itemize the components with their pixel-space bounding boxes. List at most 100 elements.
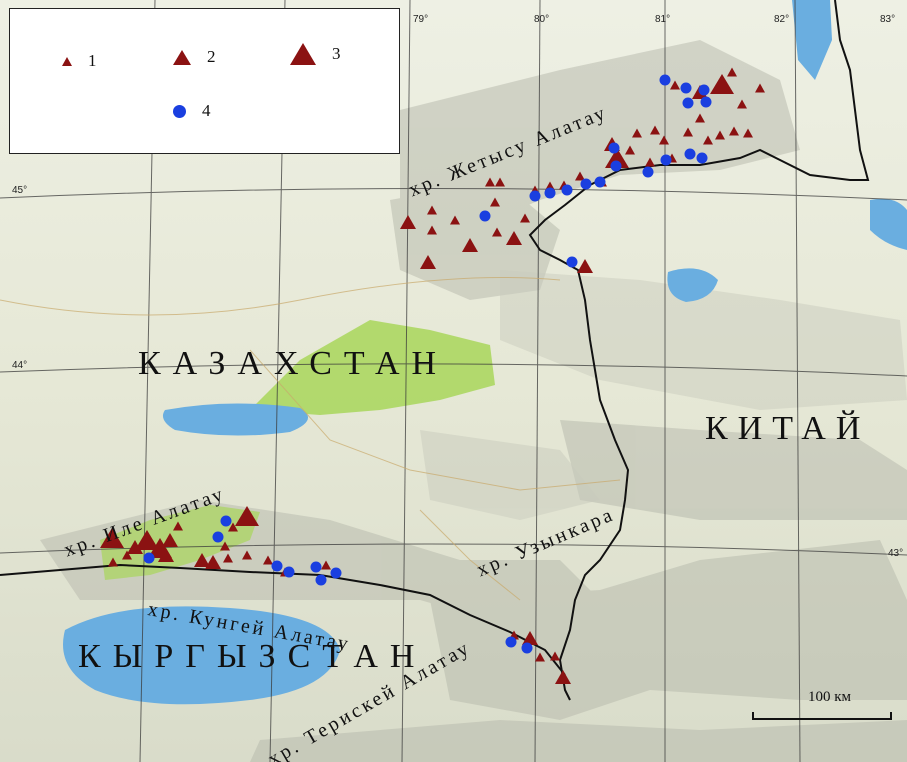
large-triangle-icon xyxy=(290,43,316,65)
site-circle xyxy=(580,178,592,190)
lon-label-80: 80° xyxy=(534,14,550,25)
site-circle xyxy=(505,636,517,648)
site-triangle-1 xyxy=(650,125,660,135)
site-triangle-1 xyxy=(715,130,725,140)
site-triangle-1 xyxy=(450,215,460,225)
site-triangle-3 xyxy=(100,528,124,548)
site-triangle-1 xyxy=(485,177,495,187)
nature-reserve xyxy=(250,320,495,415)
site-circle xyxy=(696,152,708,164)
site-circle xyxy=(659,74,671,86)
lon-label-83: 83° xyxy=(880,14,896,25)
site-triangle-2 xyxy=(162,533,178,547)
site-triangle-1 xyxy=(737,99,747,109)
site-triangle-1 xyxy=(659,135,669,145)
site-triangle-1 xyxy=(263,555,273,565)
site-triangle-1 xyxy=(520,213,530,223)
site-triangle-1 xyxy=(670,80,680,90)
scale-label: 100 км xyxy=(808,689,852,705)
site-triangle-2 xyxy=(420,255,436,269)
lake-alakol xyxy=(792,0,832,80)
site-triangle-1 xyxy=(743,128,753,138)
lon-label-79: 79° xyxy=(413,14,429,25)
legend-label-4: 4 xyxy=(202,101,211,120)
site-triangle-1 xyxy=(683,127,693,137)
site-circle xyxy=(660,154,672,166)
country-kyrgyzstan: КЫРГЫЗСТАН xyxy=(78,638,427,675)
site-circle xyxy=(566,256,578,268)
site-circle xyxy=(684,148,696,160)
site-triangle-3 xyxy=(710,74,734,94)
legend-item-3: 3 xyxy=(290,43,341,65)
site-circle xyxy=(521,642,533,654)
roads xyxy=(0,277,621,601)
kapshagay-reservoir xyxy=(162,403,308,436)
site-triangle-1 xyxy=(492,227,502,237)
site-triangle-1 xyxy=(632,128,642,138)
lake-issyk-kul xyxy=(63,606,340,705)
site-triangle-1 xyxy=(727,67,737,77)
site-circle xyxy=(698,84,710,96)
lat-label-44: 44° xyxy=(12,360,28,371)
legend-label-3: 3 xyxy=(332,44,341,63)
site-circle xyxy=(608,142,620,154)
site-circle xyxy=(529,190,541,202)
site-triangle-1 xyxy=(625,145,635,155)
site-circle xyxy=(642,166,654,178)
site-circle xyxy=(143,552,155,564)
site-triangle-1 xyxy=(427,225,437,235)
blue-circle-icon xyxy=(173,104,186,118)
lat-label-45: 45° xyxy=(12,185,28,196)
site-circle xyxy=(283,566,295,578)
site-triangle-2 xyxy=(205,555,221,569)
site-triangle-1 xyxy=(427,205,437,215)
site-triangle-1 xyxy=(223,553,233,563)
site-circle xyxy=(700,96,712,108)
site-triangle-2 xyxy=(522,631,538,645)
site-triangle-2 xyxy=(158,548,174,562)
site-circle xyxy=(682,97,694,109)
site-triangle-2 xyxy=(555,670,571,684)
site-triangle-1 xyxy=(755,83,765,93)
site-triangle-1 xyxy=(695,113,705,123)
site-circle xyxy=(212,531,224,543)
site-triangle-1 xyxy=(173,521,183,531)
site-triangle-3 xyxy=(135,530,159,550)
legend-label-2: 2 xyxy=(207,47,216,66)
country-kazakhstan: КАЗАХСТАН xyxy=(138,345,449,382)
lake-sayram xyxy=(667,268,718,302)
site-triangle-1 xyxy=(220,541,230,551)
site-circle xyxy=(310,561,322,573)
site-triangle-1 xyxy=(490,197,500,207)
site-triangle-2 xyxy=(400,215,416,229)
site-circle xyxy=(315,574,327,586)
legend-item-4: 4 xyxy=(173,101,211,121)
site-circle xyxy=(680,82,692,94)
legend-item-2: 2 xyxy=(173,47,216,67)
site-triangle-1 xyxy=(703,135,713,145)
site-triangle-1 xyxy=(550,651,560,661)
site-triangle-2 xyxy=(577,259,593,273)
site-triangle-1 xyxy=(228,522,238,532)
site-triangle-1 xyxy=(575,171,585,181)
site-circle xyxy=(544,187,556,199)
foothill-relief xyxy=(420,270,907,520)
site-triangle-2 xyxy=(127,540,143,554)
site-triangle-1 xyxy=(108,557,118,567)
small-triangle-icon xyxy=(62,56,72,66)
site-triangle-2 xyxy=(194,553,210,567)
country-china: КИТАЙ xyxy=(705,410,871,447)
national-park xyxy=(100,505,260,580)
site-triangle-1 xyxy=(122,550,132,560)
legend: 1 2 3 4 xyxy=(9,8,400,154)
legend-label-1: 1 xyxy=(88,51,97,70)
lat-label-43: 43° xyxy=(888,548,904,559)
site-triangle-3 xyxy=(235,506,259,526)
site-triangle-1 xyxy=(535,652,545,662)
site-circle xyxy=(271,560,283,572)
lon-label-81: 81° xyxy=(655,14,671,25)
site-triangle-2 xyxy=(506,231,522,245)
site-triangle-1 xyxy=(242,550,252,560)
